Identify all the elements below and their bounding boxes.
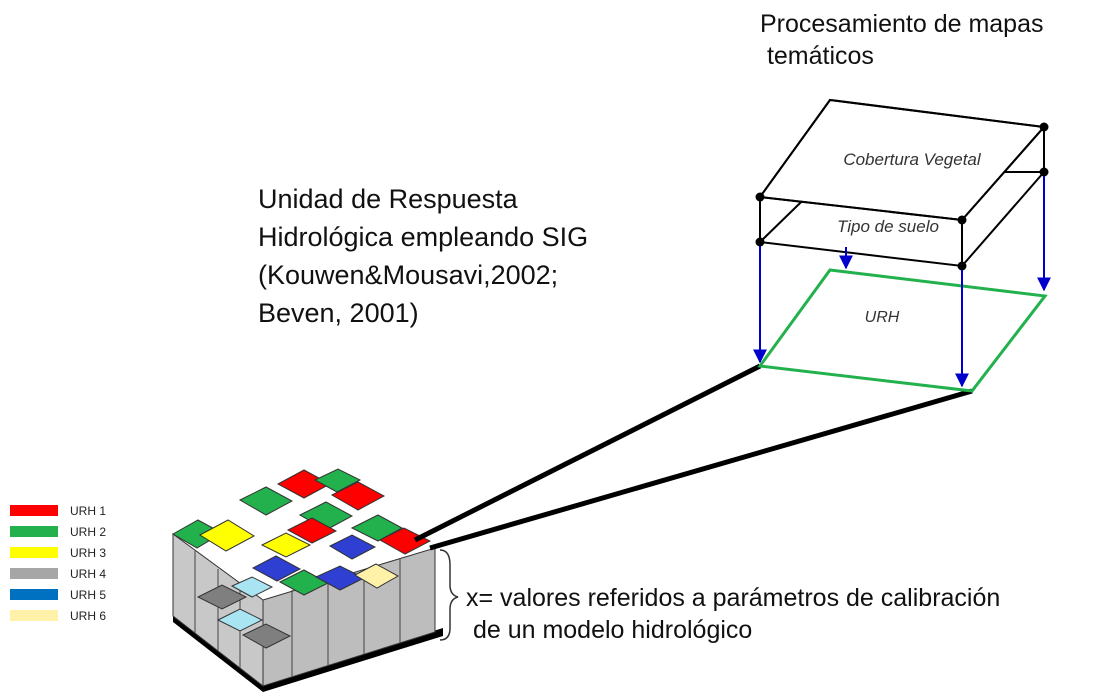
urh-title-line4: Beven, 2001): [258, 298, 419, 328]
soil-layer-label: Tipo de suelo: [837, 217, 939, 236]
legend-swatch: [10, 610, 58, 621]
legend-label: URH 4: [70, 566, 107, 581]
vegetation-layer-label: Cobertura Vegetal: [843, 150, 982, 169]
legend-item-urh5: URH 5: [10, 584, 120, 605]
legend-swatch: [10, 526, 58, 537]
legend-item-urh6: URH 6: [10, 605, 120, 626]
block-base: [173, 614, 443, 692]
cap-red-mid: [286, 517, 338, 544]
cap-blue-a: [328, 534, 377, 560]
legend-label: URH 5: [70, 587, 107, 602]
leader-line-upper: [413, 363, 762, 543]
calibration-caption: x= valores referidos a parámetros de cal…: [466, 582, 1000, 646]
legend-swatch: [10, 568, 58, 579]
legend-item-urh3: URH 3: [10, 542, 120, 563]
urh-title: Unidad de Respuesta Hidrológica empleand…: [258, 180, 588, 332]
thematic-maps-title: Procesamiento de mapas temáticos: [760, 8, 1043, 72]
legend-item-urh2: URH 2: [10, 521, 120, 542]
cap-green-top: [313, 468, 362, 493]
legend-item-urh1: URH 1: [10, 500, 120, 521]
cap-lightblue-a: [230, 576, 274, 598]
urh-title-line2: Hidrológica empleando SIG: [258, 222, 589, 252]
layer-stack: Cobertura Vegetal Tipo de suelo URH: [753, 98, 1051, 393]
cap-beige: [353, 563, 400, 589]
legend-label: URH 1: [70, 503, 107, 518]
cap-red-front: [378, 527, 432, 555]
legend-swatch: [10, 547, 58, 558]
legend-label: URH 6: [70, 608, 107, 623]
urh-legend: URH 1 URH 2 URH 3 URH 4 URH 5 URH 6: [10, 500, 120, 626]
cap-blue-b: [251, 555, 302, 582]
urh-title-line1: Unidad de Respuesta: [258, 184, 518, 214]
cap-lightblue-b: [216, 608, 264, 632]
calibration-caption-line1: x= valores referidos a parámetros de cal…: [466, 584, 1001, 612]
cap-red-right: [330, 481, 386, 511]
legend-label: URH 3: [70, 545, 107, 560]
thematic-maps-title-line1: Procesamiento de mapas: [760, 10, 1044, 38]
urh-layer-label: URH: [865, 309, 900, 326]
cap-grey-a: [196, 584, 248, 610]
cap-grey-b: [241, 623, 292, 649]
leader-line-lower: [429, 388, 973, 551]
caption-brace: [439, 549, 459, 641]
legend-item-urh4: URH 4: [10, 563, 120, 584]
thematic-maps-title-line2: temáticos: [760, 42, 874, 70]
legend-swatch: [10, 589, 58, 600]
urh-layer: [757, 268, 1048, 393]
legend-label: URH 2: [70, 524, 107, 539]
legend-swatch: [10, 505, 58, 516]
cap-green-right: [350, 514, 404, 542]
calibration-caption-line2: de un modelo hidrológico: [466, 616, 753, 644]
cap-green-b: [238, 486, 294, 516]
urh-title-line3: (Kouwen&Mousavi,2002;: [258, 260, 559, 290]
urh-block-model: [171, 468, 443, 692]
cap-yellow-b: [260, 532, 312, 558]
cap-yellow-a: [198, 519, 256, 552]
